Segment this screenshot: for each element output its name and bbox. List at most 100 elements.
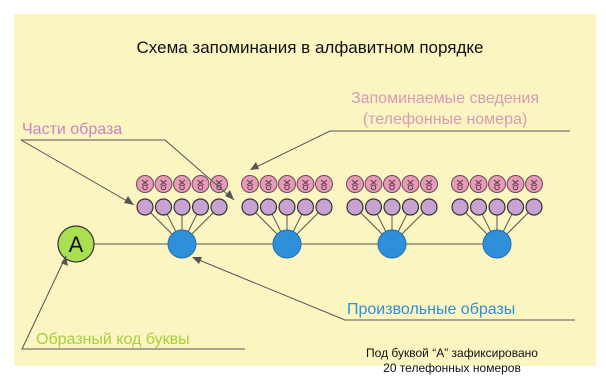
digit-glyph-dot bbox=[216, 184, 222, 191]
digit-glyph-dot bbox=[321, 184, 327, 191]
digit-glyph-dot bbox=[457, 184, 463, 191]
arrowhead-image-parts-2 bbox=[225, 190, 234, 200]
arrowhead-image-parts-1 bbox=[124, 196, 134, 205]
phone-digit-node bbox=[154, 175, 173, 193]
digit-glyph-icon bbox=[456, 179, 464, 186]
letter-code-node bbox=[57, 225, 95, 263]
digit-glyph-icon bbox=[425, 179, 433, 186]
digit-glyph-dot bbox=[265, 184, 272, 191]
label-letter-code: Образный код буквы bbox=[36, 331, 190, 348]
image-part-node bbox=[506, 198, 525, 216]
digit-glyph-icon bbox=[530, 179, 538, 186]
digit-glyph-icon bbox=[320, 179, 328, 186]
digit-glyph-dot bbox=[512, 184, 519, 191]
arrowhead-letter-code bbox=[61, 256, 68, 266]
digit-glyph-dot bbox=[142, 184, 148, 191]
label-remembered-info-line1: Запоминаемые сведения bbox=[351, 90, 539, 107]
image-part-node bbox=[154, 198, 173, 216]
image-part-node bbox=[451, 198, 469, 216]
phone-digit-node bbox=[383, 175, 401, 193]
digit-glyph-dot bbox=[370, 184, 377, 191]
phone-digit-node bbox=[420, 175, 438, 193]
arbitrary-image-node bbox=[377, 229, 407, 259]
phone-digit-node bbox=[451, 175, 469, 193]
digit-glyph-icon bbox=[475, 179, 482, 186]
digit-glyph-icon bbox=[407, 179, 414, 186]
digit-glyph-icon bbox=[265, 179, 272, 186]
image-part-node bbox=[383, 198, 401, 216]
phone-digit-node bbox=[191, 175, 210, 193]
phone-digit-node bbox=[210, 175, 228, 193]
arbitrary-images-pointer bbox=[193, 257, 575, 321]
phone-digit-node bbox=[315, 175, 333, 193]
phone-digit-node bbox=[278, 175, 296, 193]
pointer-lines bbox=[20, 130, 575, 350]
label-image-parts: Части образа bbox=[22, 121, 122, 138]
digit-glyph-dot bbox=[179, 184, 185, 191]
image-part-node bbox=[315, 198, 333, 216]
digit-glyph-icon bbox=[141, 179, 149, 186]
letter-code-letter: A bbox=[69, 232, 84, 257]
label-remembered-info-line2: (телефонные номера) bbox=[363, 111, 527, 128]
image-part-node bbox=[210, 198, 228, 216]
remembered-info-pointer bbox=[251, 130, 570, 170]
digit-glyph-icon bbox=[388, 179, 396, 186]
label-arbitrary-images: Произвольные образы bbox=[347, 301, 515, 318]
phone-digit-node bbox=[364, 175, 383, 193]
phone-digit-node bbox=[525, 175, 543, 193]
digit-glyph-dot bbox=[531, 184, 537, 191]
image-part-node bbox=[296, 198, 315, 216]
digit-glyph-icon bbox=[246, 179, 254, 186]
digit-glyph-icon bbox=[302, 179, 309, 186]
phone-digit-node bbox=[346, 175, 364, 193]
digit-glyph-dot bbox=[475, 184, 482, 191]
phone-digit-node bbox=[506, 175, 525, 193]
digit-glyph-icon bbox=[512, 179, 519, 186]
digit-glyph-dot bbox=[160, 184, 167, 191]
digit-glyph-icon bbox=[493, 179, 501, 186]
arrowheads bbox=[61, 162, 259, 266]
digit-glyph-icon bbox=[215, 179, 223, 186]
image-part-node bbox=[346, 198, 364, 216]
digit-glyph-icon bbox=[178, 179, 186, 186]
digit-glyph-dot bbox=[302, 184, 309, 191]
phone-digit-node bbox=[241, 175, 259, 193]
diagram-structure: A bbox=[57, 175, 543, 263]
digit-glyph-dot bbox=[352, 184, 358, 191]
phone-digit-node bbox=[469, 175, 488, 193]
arbitrary-image-node bbox=[272, 229, 302, 259]
digit-glyph-dot bbox=[247, 184, 253, 191]
arbitrary-image-node bbox=[167, 229, 197, 259]
image-part-node bbox=[420, 198, 438, 216]
phone-digit-node bbox=[259, 175, 278, 193]
digit-glyph-dot bbox=[426, 184, 432, 191]
image-part-node bbox=[469, 198, 488, 216]
note-line2: 20 телефонных номеров bbox=[383, 361, 521, 375]
digit-glyph-dot bbox=[494, 184, 500, 191]
image-part-node bbox=[191, 198, 210, 216]
image-part-node bbox=[364, 198, 383, 216]
digit-glyph-icon bbox=[197, 179, 204, 186]
image-part-node bbox=[488, 198, 506, 216]
phone-digit-node bbox=[173, 175, 191, 193]
digit-glyph-dot bbox=[407, 184, 414, 191]
image-part-node bbox=[136, 198, 154, 216]
digit-glyph-icon bbox=[160, 179, 167, 186]
phone-digit-node bbox=[488, 175, 506, 193]
digit-glyph-icon bbox=[283, 179, 291, 186]
diagram-title: Схема запоминания в алфавитном порядке bbox=[137, 38, 484, 57]
image-part-node bbox=[241, 198, 259, 216]
image-part-node bbox=[525, 198, 543, 216]
image-part-node bbox=[278, 198, 296, 216]
digit-glyph-dot bbox=[389, 184, 395, 191]
letter-code-pointer bbox=[21, 255, 245, 350]
image-part-node bbox=[401, 198, 420, 216]
digit-glyph-dot bbox=[284, 184, 290, 191]
digit-glyph-icon bbox=[351, 179, 359, 186]
phone-digit-node bbox=[401, 175, 420, 193]
note-line1: Под буквой “A” зафиксировано bbox=[366, 346, 538, 360]
digit-glyph-dot bbox=[197, 184, 204, 191]
image-parts-pointer-1 bbox=[20, 139, 135, 206]
